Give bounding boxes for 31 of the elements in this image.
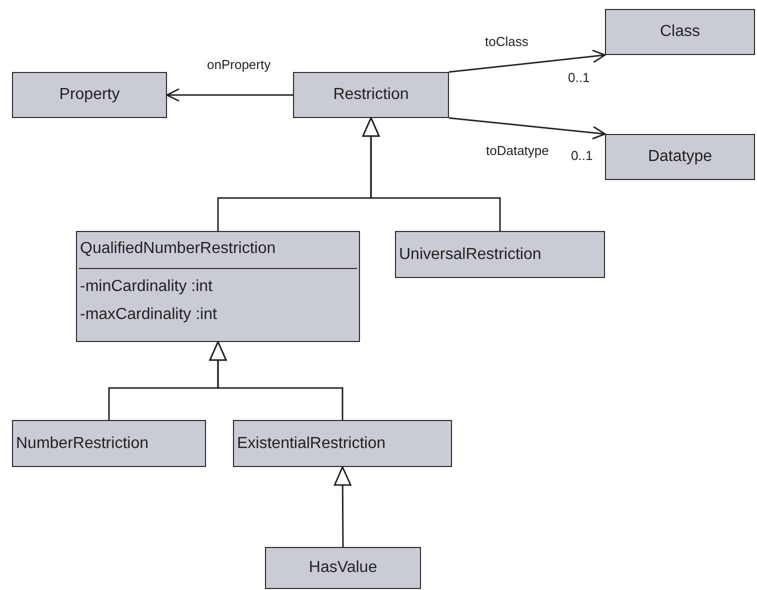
class-name: UniversalRestriction: [399, 246, 542, 264]
edge-label: toDatatype: [485, 143, 550, 158]
association-arrow: [448, 117, 606, 140]
class-name: HasValue: [308, 559, 378, 577]
class-box: [293, 72, 449, 118]
class-name: Property: [58, 86, 121, 104]
class-box: [12, 420, 206, 467]
class-box: [12, 72, 167, 118]
class-name: Datatype: [646, 148, 714, 166]
class-name: Class: [658, 23, 701, 41]
edge-label: onProperty: [206, 57, 272, 72]
class-box: [605, 134, 755, 180]
class-box: [233, 420, 452, 467]
attribute-text: -minCardinality :int: [80, 278, 212, 296]
class-name: QualifiedNumberRestriction: [80, 240, 276, 258]
attribute-text: -maxCardinality :int: [80, 306, 217, 324]
class-box: [395, 231, 605, 278]
multiplicity-label: 0..1: [570, 148, 594, 163]
generalization-arrow: [209, 341, 344, 420]
class-name: ExistentialRestriction: [237, 434, 386, 452]
generalization-arrow: [334, 466, 352, 547]
generalization-arrow: [362, 117, 501, 231]
edge-label: toClass: [484, 34, 530, 49]
class-box: [265, 547, 421, 589]
association-arrow: [448, 50, 606, 73]
association-arrow: [166, 88, 293, 102]
class-name: Restriction: [332, 86, 410, 104]
class-box: [605, 9, 755, 55]
multiplicity-label: 0..1: [567, 70, 591, 85]
class-box: [76, 231, 360, 342]
class-name: NumberRestriction: [16, 434, 148, 452]
